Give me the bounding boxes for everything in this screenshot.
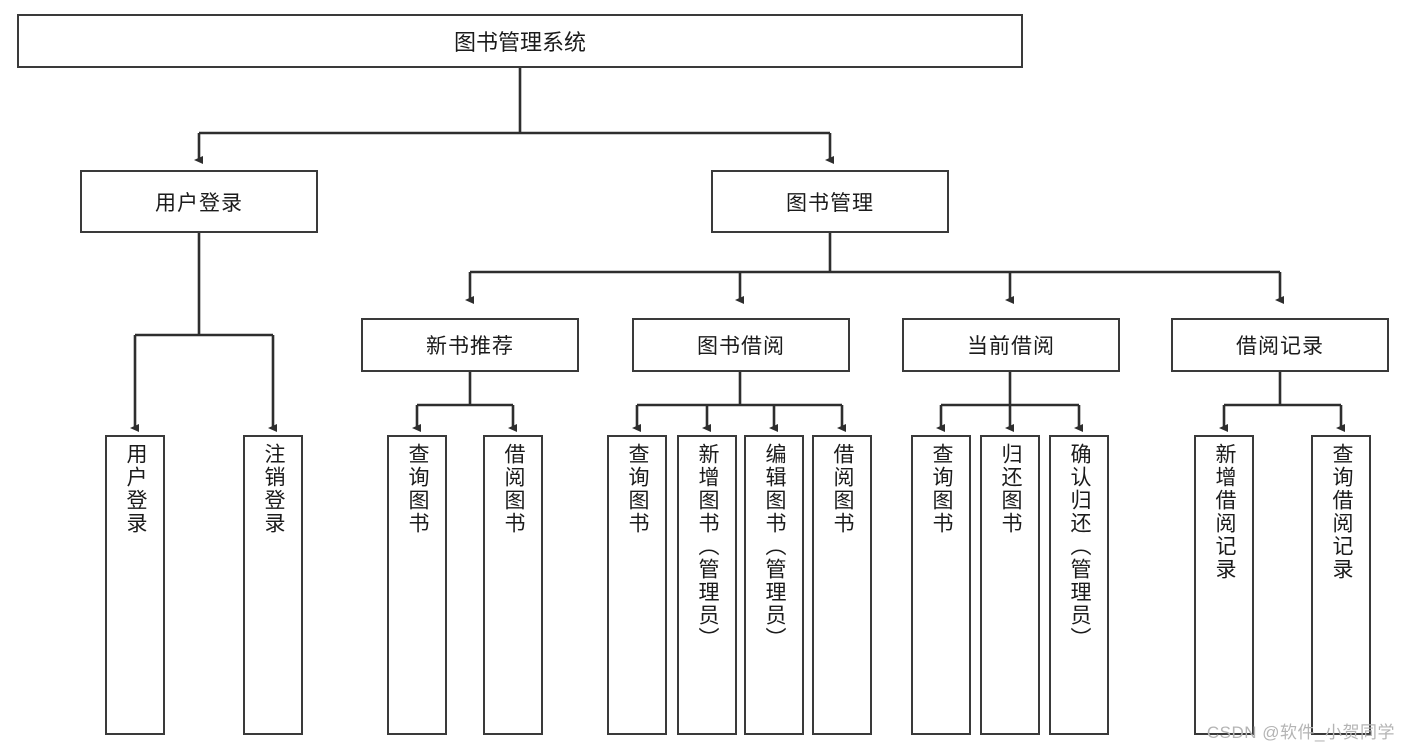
leaf-label: 新增图书（管理员） bbox=[696, 443, 720, 650]
leaf-record-add[interactable]: 新增借阅记录 bbox=[1194, 435, 1254, 735]
node-borrow-record[interactable]: 借阅记录 bbox=[1171, 318, 1389, 372]
node-book-management[interactable]: 图书管理 bbox=[711, 170, 949, 233]
leaf-label: 查询图书 bbox=[930, 443, 954, 535]
leaf-borrow-borrow-book[interactable]: 借阅图书 bbox=[812, 435, 872, 735]
leaf-label: 借阅图书 bbox=[831, 443, 855, 535]
leaf-user-login-signin[interactable]: 用户登录 bbox=[105, 435, 165, 735]
node-new-book-recommend-label: 新书推荐 bbox=[426, 335, 514, 358]
leaf-current-confirm-return-admin[interactable]: 确认归还（管理员） bbox=[1049, 435, 1109, 735]
leaf-label: 注销登录 bbox=[262, 443, 286, 535]
leaf-borrow-query-book[interactable]: 查询图书 bbox=[607, 435, 667, 735]
node-current-borrow[interactable]: 当前借阅 bbox=[902, 318, 1120, 372]
node-book-management-label: 图书管理 bbox=[786, 191, 874, 215]
leaf-current-return-book[interactable]: 归还图书 bbox=[980, 435, 1040, 735]
node-root-label: 图书管理系统 bbox=[453, 30, 586, 55]
leaf-label: 编辑图书（管理员） bbox=[763, 443, 787, 650]
leaf-user-login-signout[interactable]: 注销登录 bbox=[243, 435, 303, 735]
leaf-borrow-add-book-admin[interactable]: 新增图书（管理员） bbox=[677, 435, 737, 735]
node-root[interactable]: 图书管理系统 bbox=[17, 14, 1023, 68]
leaf-label: 确认归还（管理员） bbox=[1068, 443, 1092, 650]
leaf-label: 新增借阅记录 bbox=[1213, 443, 1237, 581]
node-book-borrow[interactable]: 图书借阅 bbox=[632, 318, 850, 372]
node-book-borrow-label: 图书借阅 bbox=[697, 335, 785, 358]
node-borrow-record-label: 借阅记录 bbox=[1236, 335, 1324, 358]
watermark: CSDN @软件_小贺同学 bbox=[1206, 723, 1395, 742]
leaf-label: 查询图书 bbox=[406, 443, 430, 535]
leaf-label: 用户登录 bbox=[124, 443, 148, 535]
leaf-label: 归还图书 bbox=[999, 443, 1023, 535]
leaf-new-book-borrow[interactable]: 借阅图书 bbox=[483, 435, 543, 735]
leaf-record-query[interactable]: 查询借阅记录 bbox=[1311, 435, 1371, 735]
leaf-new-book-query[interactable]: 查询图书 bbox=[387, 435, 447, 735]
leaf-label: 查询借阅记录 bbox=[1330, 443, 1354, 581]
node-user-login-label: 用户登录 bbox=[155, 191, 243, 215]
leaf-current-query-book[interactable]: 查询图书 bbox=[911, 435, 971, 735]
node-current-borrow-label: 当前借阅 bbox=[967, 335, 1055, 358]
node-user-login[interactable]: 用户登录 bbox=[80, 170, 318, 233]
leaf-label: 查询图书 bbox=[626, 443, 650, 535]
leaf-label: 借阅图书 bbox=[502, 443, 526, 535]
leaf-borrow-edit-book-admin[interactable]: 编辑图书（管理员） bbox=[744, 435, 804, 735]
node-new-book-recommend[interactable]: 新书推荐 bbox=[361, 318, 579, 372]
